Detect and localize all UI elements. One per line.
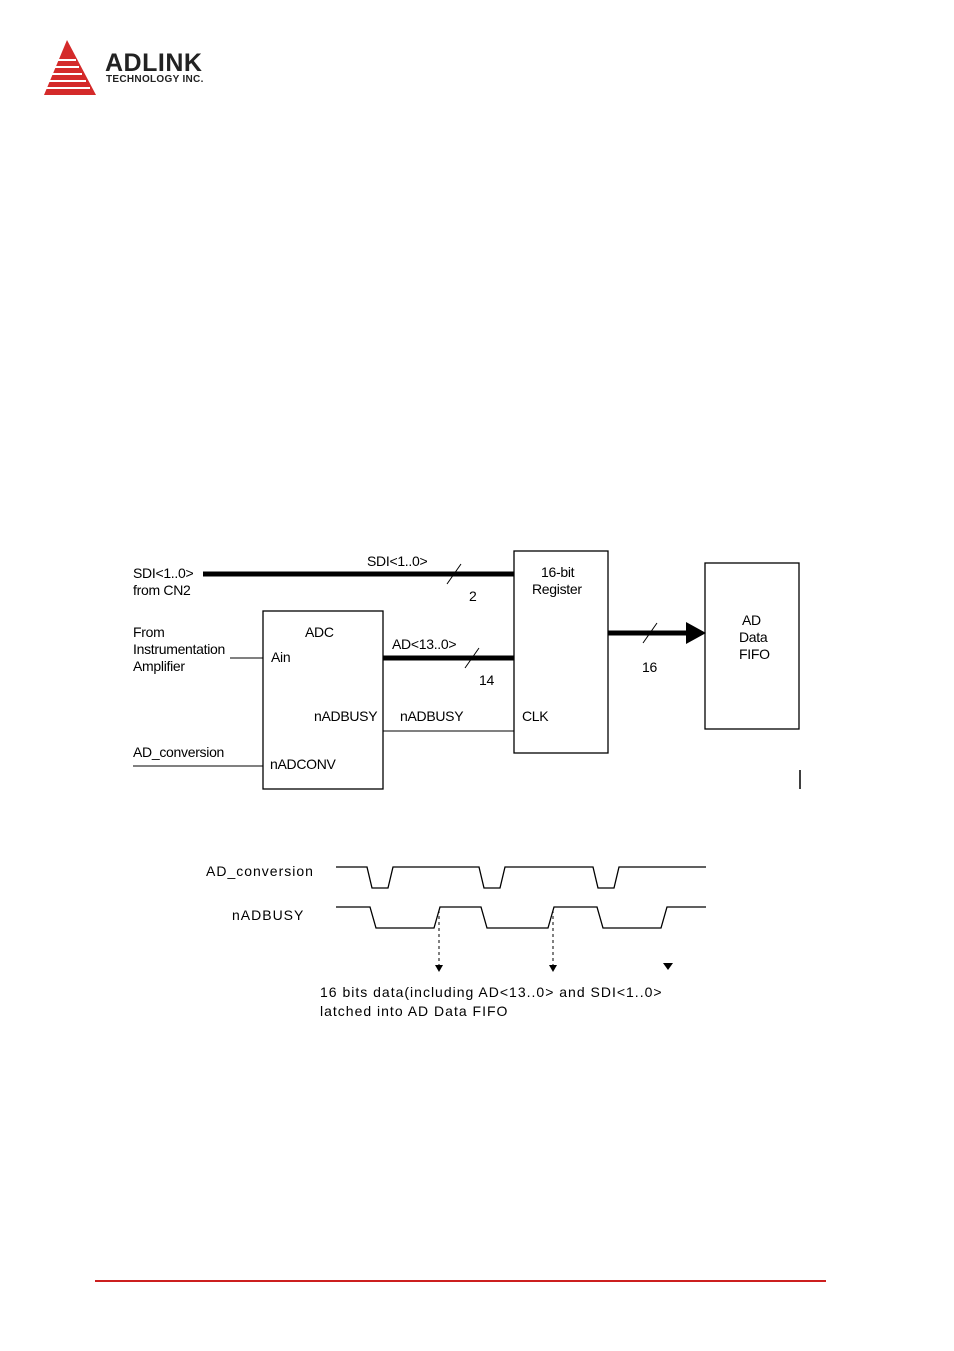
fifo-label-1: AD	[742, 612, 761, 628]
amp-input-label-3: Amplifier	[133, 658, 185, 674]
timing-note-line-1: 16 bits data(including AD<13..0> and SDI…	[320, 984, 663, 1000]
fifo-bus	[608, 622, 706, 644]
timing-signal-nadbusy: nADBUSY	[232, 907, 304, 923]
timing-signal-ad-conversion: AD_conversion	[206, 863, 314, 879]
timing-note-line-2: latched into AD Data FIFO	[320, 1003, 508, 1019]
ad-conversion-input-label: AD_conversion	[133, 744, 224, 760]
register-title-2: Register	[532, 581, 582, 597]
sdi-source-label: from CN2	[133, 582, 191, 598]
adc-ain-pin: Ain	[271, 649, 290, 665]
adc-title: ADC	[305, 624, 334, 640]
register-title-1: 16-bit	[541, 564, 575, 580]
sdi-input-label: SDI<1..0>	[133, 565, 193, 581]
ad-bus-label: AD<13..0>	[392, 636, 456, 652]
amp-input-label-2: Instrumentation	[133, 641, 225, 657]
nadbusy-waveform	[336, 907, 706, 928]
adc-nadbusy-pin: nADBUSY	[314, 708, 378, 724]
nadbusy-wire-label: nADBUSY	[400, 708, 464, 724]
register-clk-pin: CLK	[522, 708, 549, 724]
fifo-label-3: FIFO	[739, 646, 770, 662]
ad-width-label: 14	[479, 672, 494, 688]
output-width-label: 16	[642, 659, 657, 675]
sdi-width-label: 2	[469, 588, 477, 604]
amp-input-label-1: From	[133, 624, 164, 640]
adc-nadconv-pin: nADCONV	[270, 756, 337, 772]
ad-conversion-waveform	[336, 867, 706, 888]
fifo-bus-arrow-icon	[686, 622, 706, 644]
latch-markers	[435, 910, 673, 972]
footer-rule	[95, 1280, 826, 1282]
sdi-bus	[203, 564, 514, 584]
sdi-bus-label: SDI<1..0>	[367, 553, 427, 569]
fifo-label-2: Data	[739, 629, 768, 645]
